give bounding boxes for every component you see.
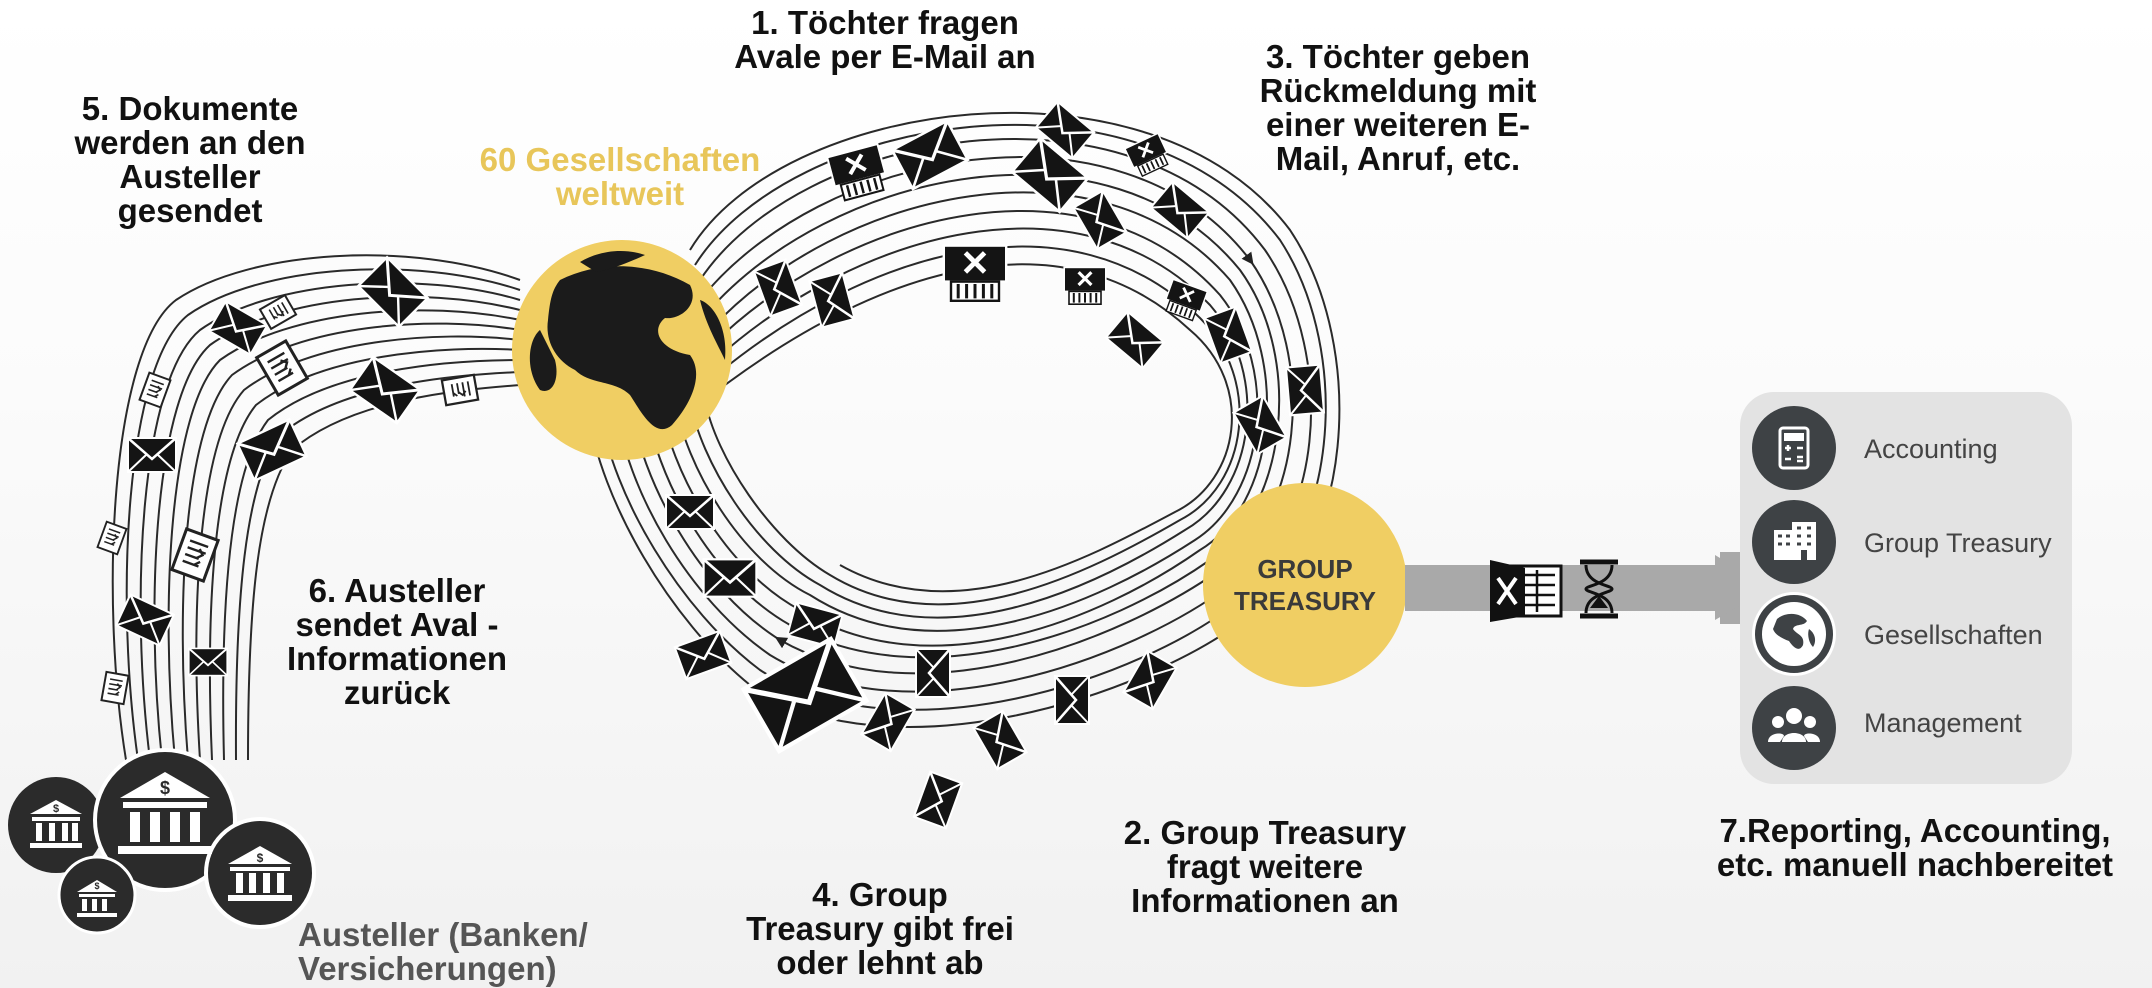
- stakeholder-panel: Accounting Group Treasury Gesellschaften: [1740, 392, 2072, 784]
- panel-item-management: Management: [1752, 686, 2062, 772]
- people-icon: [1752, 686, 1836, 770]
- globe-icon: [512, 240, 732, 460]
- step-7-label: 7.Reporting, Accounting,etc. manuell nac…: [1716, 812, 2114, 883]
- panel-item-gesellschaften: Gesellschaften: [1752, 592, 2062, 678]
- calculator-icon: [1752, 406, 1836, 490]
- panel-item-accounting: Accounting: [1752, 406, 2062, 492]
- building-icon: [1752, 500, 1836, 584]
- panel-label-accounting: Accounting: [1864, 434, 1998, 464]
- globe-icon: [1752, 592, 1836, 676]
- panel-item-group-treasury: Group Treasury: [1752, 500, 2062, 586]
- issuer-label: Austeller (Banken/Versicherungen): [298, 916, 588, 987]
- panel-label-gesellschaften: Gesellschaften: [1864, 620, 2043, 650]
- group-treasury-circle: [1203, 483, 1407, 687]
- svg-text:$: $: [257, 851, 264, 865]
- excel-icon: [1490, 560, 1563, 622]
- panel-label-group-treasury: Group Treasury: [1864, 528, 2052, 558]
- svg-text:$: $: [94, 881, 99, 891]
- panel-label-management: Management: [1864, 708, 2022, 738]
- bank-icons: $ $ $ $: [8, 748, 316, 935]
- svg-text:$: $: [160, 778, 170, 798]
- svg-text:$: $: [53, 803, 59, 815]
- hourglass-icon: [1580, 559, 1618, 619]
